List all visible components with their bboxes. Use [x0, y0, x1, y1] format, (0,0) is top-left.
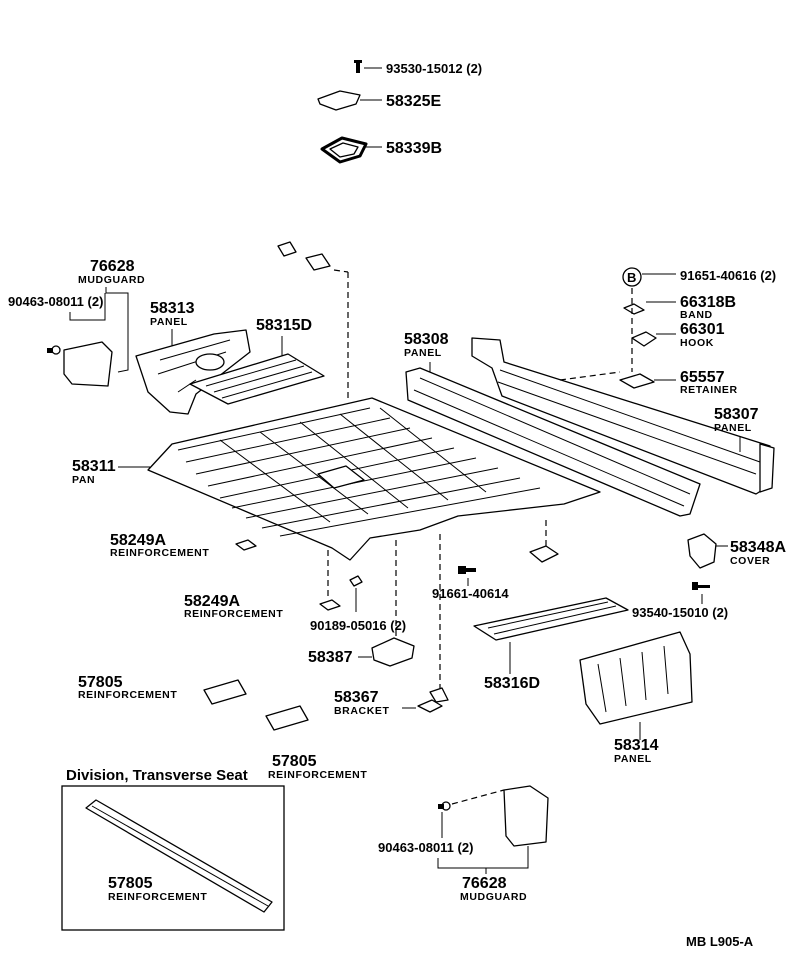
- label-90189: 90189-05016 (2): [310, 618, 406, 633]
- label-reinforcement-57805-b: REINFORCEMENT: [268, 769, 367, 781]
- mudguard-76628-bottom: [503, 785, 549, 847]
- band-66318B: [623, 303, 645, 315]
- label-reinforcement-a: REINFORCEMENT: [110, 547, 209, 559]
- reinforcement-58249A-b: [319, 599, 341, 611]
- label-76628-top: 76628: [90, 258, 135, 275]
- label-hook: HOOK: [680, 337, 714, 349]
- plate-58325E: [317, 90, 361, 111]
- label-58307-panel: PANEL: [714, 422, 752, 434]
- reinforcement-58249A-a: [235, 539, 257, 551]
- bolt-93540: [692, 582, 710, 590]
- circle-marker-b: B: [622, 267, 642, 287]
- label-mudguard-top: MUDGUARD: [78, 274, 145, 286]
- inset-title: Division, Transverse Seat: [66, 767, 248, 784]
- label-58249A-b: 58249A: [184, 593, 240, 610]
- label-cover: COVER: [730, 555, 770, 567]
- label-58387: 58387: [308, 649, 353, 666]
- label-93540: 93540-15010 (2): [632, 605, 728, 620]
- mudguard-76628-top: [47, 341, 113, 387]
- label-58308: 58308: [404, 331, 449, 348]
- label-57805-b: 57805: [272, 753, 317, 770]
- label-mudguard-bottom: MUDGUARD: [460, 891, 527, 903]
- label-58314: 58314: [614, 737, 659, 754]
- label-58316D: 58316D: [484, 675, 540, 692]
- label-band: BAND: [680, 309, 713, 321]
- panel-58314: [579, 631, 693, 725]
- diagram-code: MB L905-A: [686, 934, 754, 949]
- label-58348A: 58348A: [730, 539, 786, 556]
- label-58315D: 58315D: [256, 317, 312, 334]
- gasket-58339B: [320, 136, 368, 164]
- label-reinforcement-b: REINFORCEMENT: [184, 608, 283, 620]
- hook-66301: [631, 331, 657, 347]
- retainer-65557: [619, 373, 655, 389]
- label-reinforcement-57805-a: REINFORCEMENT: [78, 689, 177, 701]
- inset-box: [61, 785, 285, 931]
- label-58249A-a: 58249A: [110, 532, 166, 549]
- clips-top: [277, 241, 331, 271]
- label-retainer: RETAINER: [680, 384, 738, 396]
- label-91661: 91661-40614: [432, 586, 509, 601]
- label-58307: 58307: [714, 406, 759, 423]
- label-58339B: 58339B: [386, 140, 442, 157]
- cover-58348A: [687, 533, 717, 569]
- label-66318B: 66318B: [680, 294, 736, 311]
- panel-58313: [135, 329, 251, 415]
- label-58311-pan: PAN: [72, 474, 95, 486]
- bolt-90463-bottom: [438, 801, 451, 811]
- label-76628-bottom: 76628: [462, 875, 507, 892]
- label-bracket: BRACKET: [334, 705, 390, 717]
- side-panel-58307: [471, 337, 775, 495]
- part-58387: [371, 637, 415, 667]
- bolt-90189: [349, 575, 363, 587]
- label-57805-c: 57805: [108, 875, 153, 892]
- svg-text:B: B: [627, 270, 636, 285]
- label-58367: 58367: [334, 689, 379, 706]
- bracket-small: [529, 545, 559, 563]
- label-90463-top: 90463-08011 (2): [8, 294, 103, 309]
- label-58313: 58313: [150, 300, 195, 317]
- label-58313-panel: PANEL: [150, 316, 188, 328]
- bolt-93530: [354, 60, 362, 73]
- label-58325E: 58325E: [386, 93, 441, 110]
- reinforcement-57805-inset: [85, 799, 273, 913]
- floor-pan-58311: [147, 397, 601, 561]
- reinforcement-57805-b: [265, 705, 309, 731]
- label-66301: 66301: [680, 321, 725, 338]
- panel-58316D: [473, 597, 629, 641]
- label-93530: 93530-15012 (2): [386, 61, 482, 76]
- bolt-91661: [458, 566, 476, 574]
- label-reinforcement-57805-c: REINFORCEMENT: [108, 891, 207, 903]
- label-58311: 58311: [72, 458, 116, 475]
- side-panel-58308: [405, 367, 701, 517]
- label-91651: 91651-40616 (2): [680, 268, 776, 283]
- label-65557: 65557: [680, 369, 725, 386]
- label-58314-panel: PANEL: [614, 753, 652, 765]
- bracket-58367: [417, 699, 443, 713]
- panel-58315D: [189, 353, 325, 405]
- label-58308-panel: PANEL: [404, 347, 442, 359]
- label-90463-bottom: 90463-08011 (2): [378, 840, 473, 855]
- label-57805-a: 57805: [78, 674, 123, 691]
- reinforcement-57805-a: [203, 679, 247, 705]
